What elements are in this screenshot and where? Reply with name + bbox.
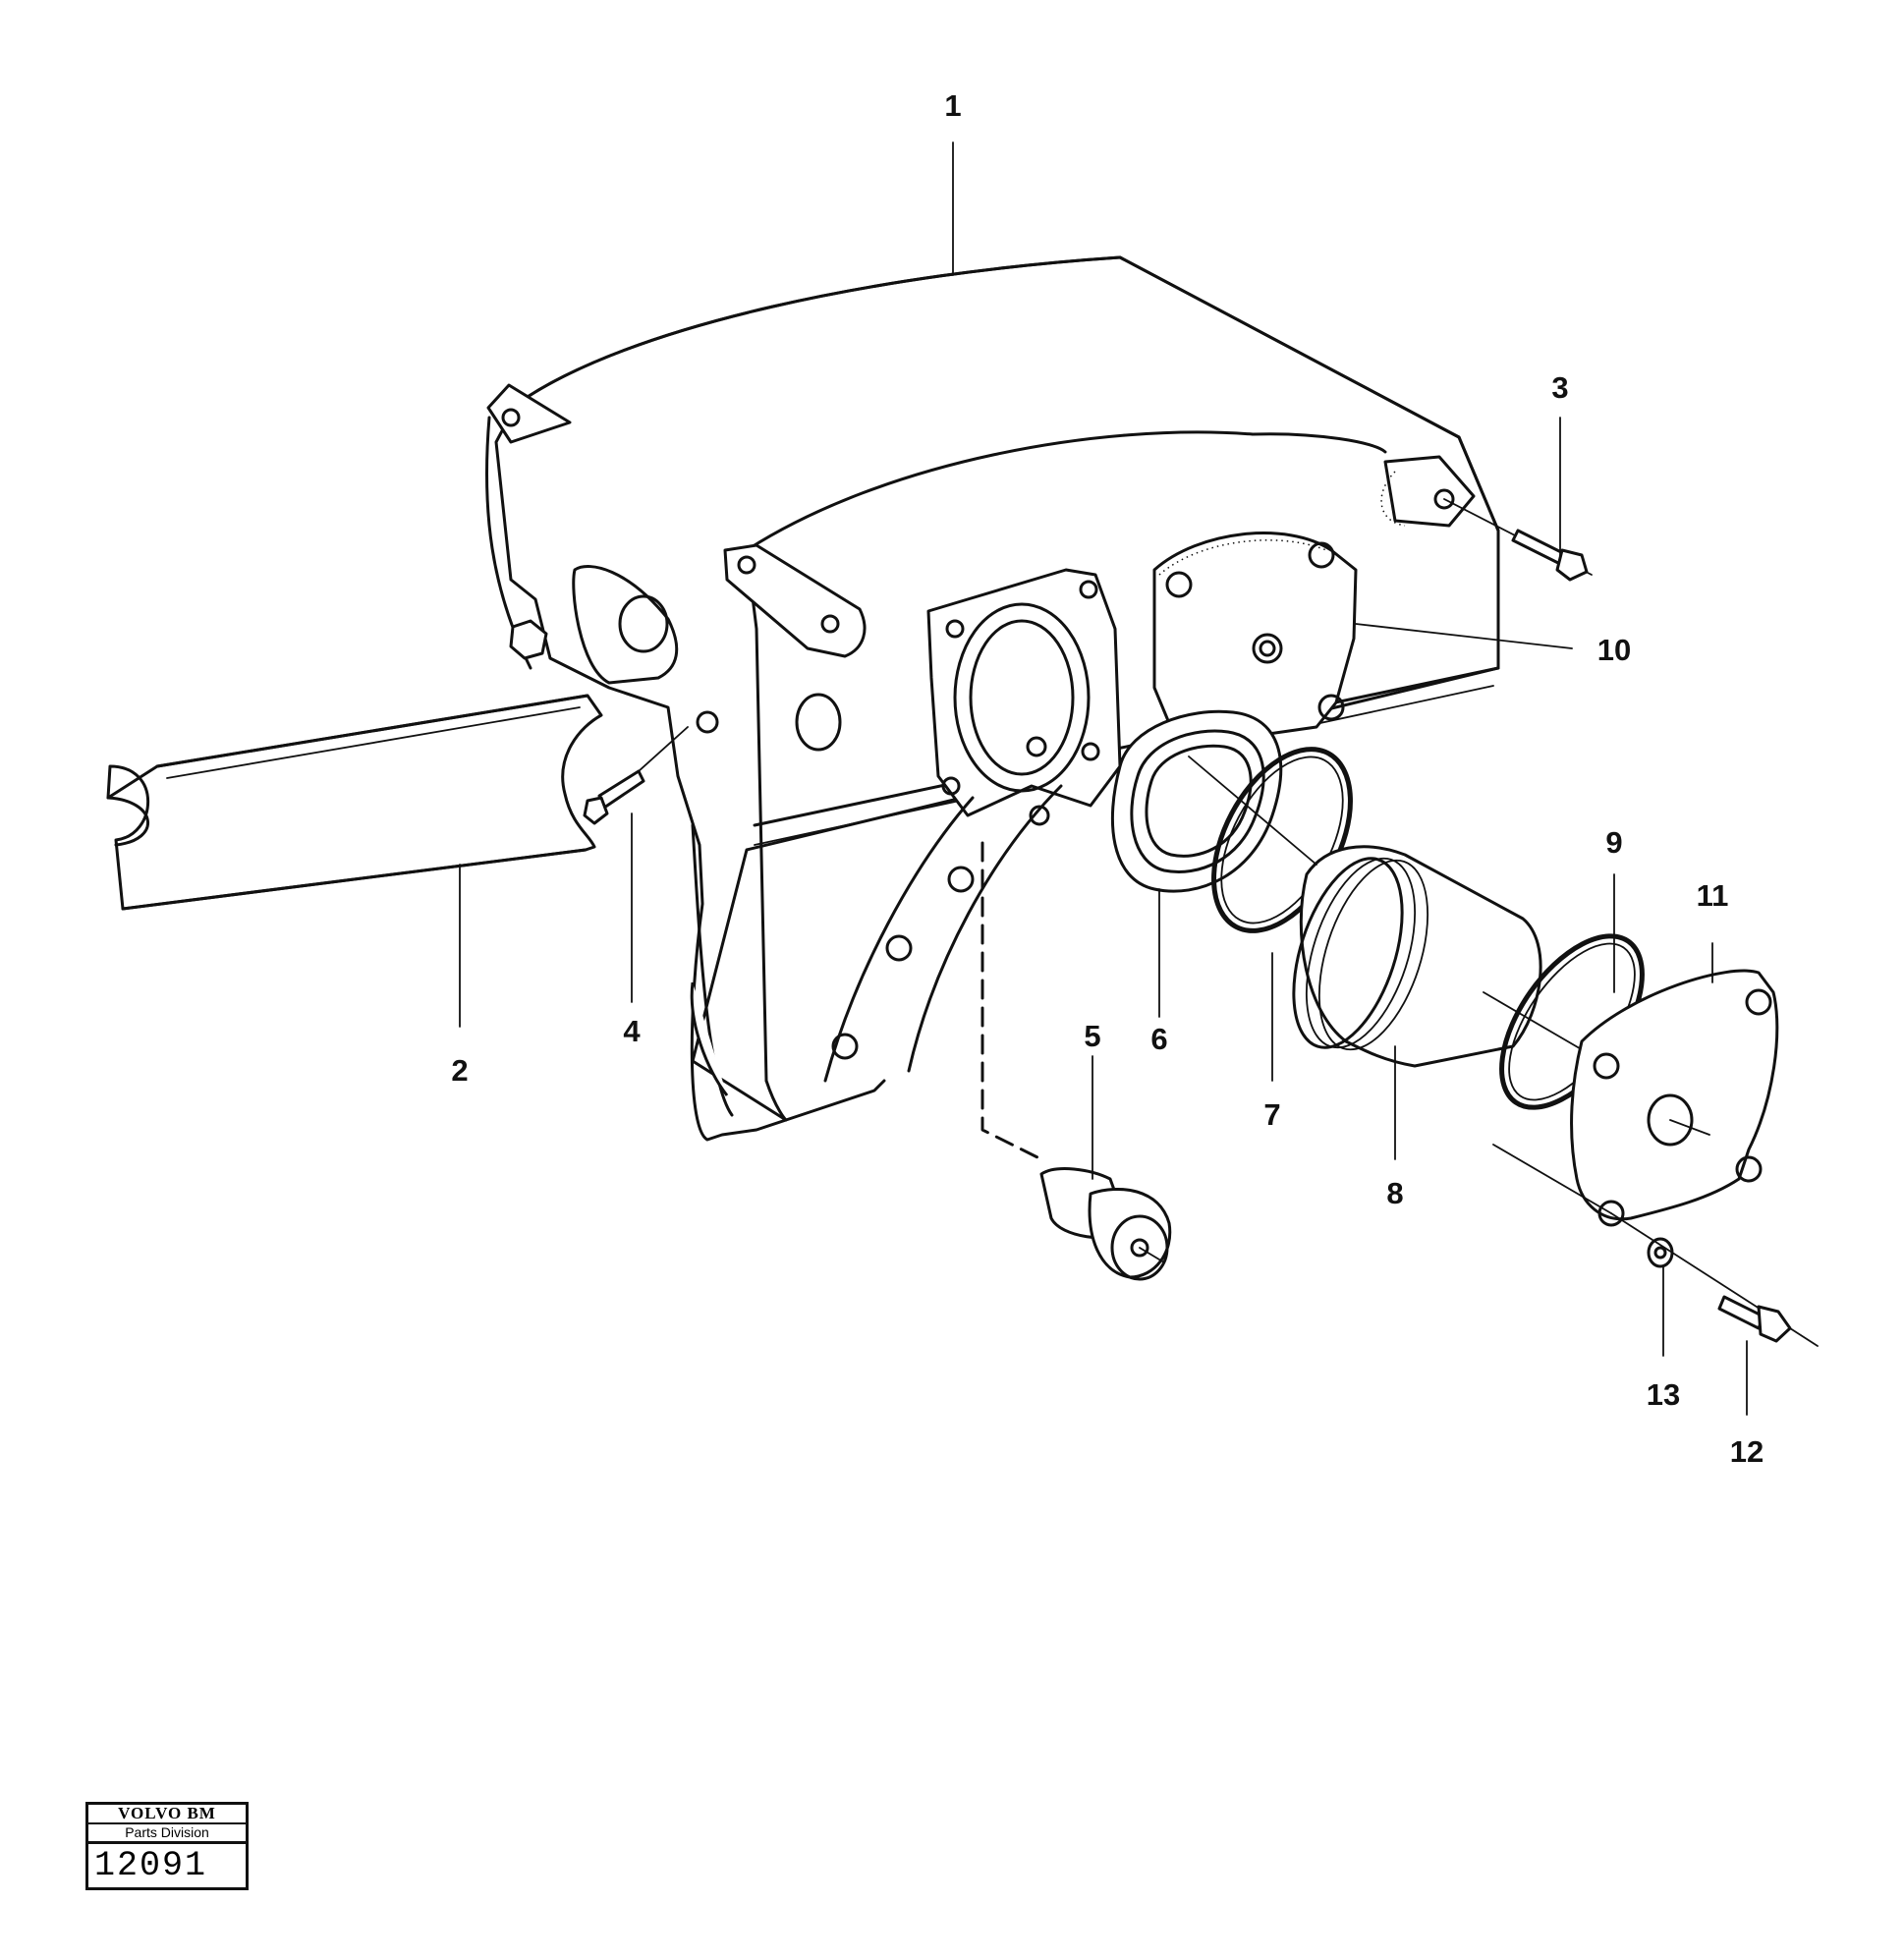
washer-13-drawing (1647, 1237, 1674, 1268)
guard-plate-drawing (106, 694, 603, 911)
plug-5-drawing (1039, 1167, 1172, 1281)
callouts: 1 2 3 4 5 6 7 8 9 10 11 12 13 (451, 88, 1764, 1469)
callout-10: 10 (1597, 633, 1631, 667)
cover-11-drawing (1492, 969, 1819, 1347)
callout-11: 11 (1697, 878, 1729, 913)
callout-8: 8 (1386, 1176, 1403, 1210)
leader-lines (459, 141, 1748, 1416)
bolt-3-drawing (1443, 498, 1593, 582)
callout-6: 6 (1150, 1022, 1167, 1056)
callout-4: 4 (623, 1014, 641, 1048)
brand-name: VOLVO BM (88, 1805, 246, 1824)
callout-5: 5 (1084, 1019, 1100, 1053)
filter-8-drawing (1188, 756, 1542, 1068)
callout-13: 13 (1647, 1377, 1680, 1412)
screw-12-drawing (1717, 1295, 1792, 1343)
callout-9: 9 (1605, 825, 1622, 860)
callout-1: 1 (944, 88, 961, 123)
division-name: Parts Division (88, 1824, 246, 1844)
callout-7: 7 (1263, 1097, 1280, 1132)
callout-2: 2 (451, 1053, 468, 1088)
seal-ring-6-drawing (1110, 709, 1283, 893)
bolt-4-drawing (583, 710, 719, 825)
catalog-number: 12091 (94, 1846, 208, 1885)
callout-3: 3 (1551, 370, 1568, 405)
catalog-stamp: VOLVO BM Parts Division 12091 (85, 1802, 249, 1890)
callout-12: 12 (1730, 1434, 1764, 1469)
